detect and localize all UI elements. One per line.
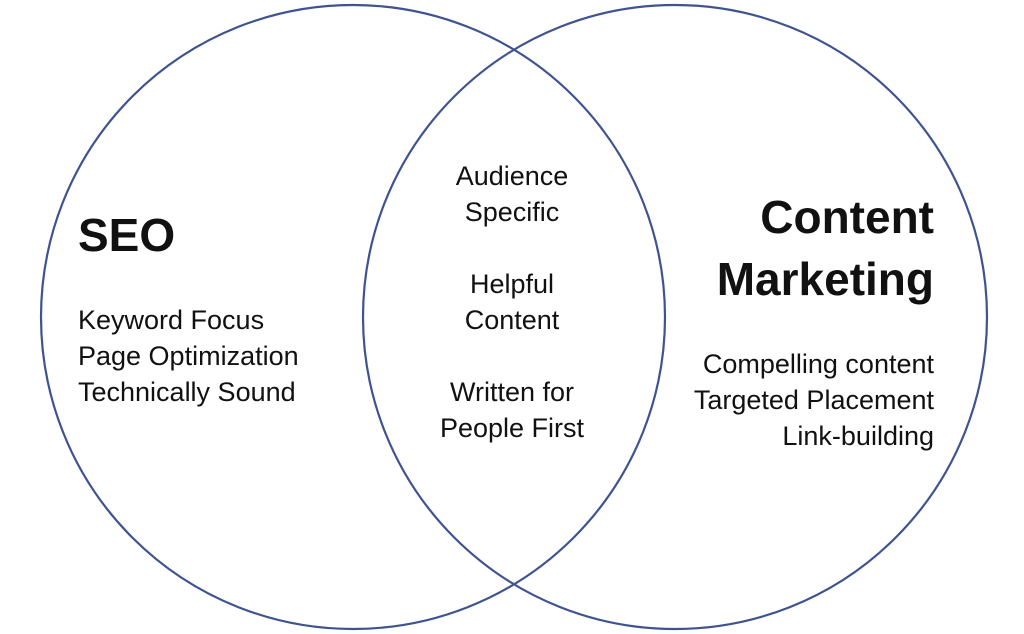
seo-title-text: SEO <box>78 209 176 261</box>
overlap-item-line: Written for <box>449 377 575 407</box>
overlap-item: Written for People First <box>412 374 612 446</box>
overlap-item-line: Audience <box>455 161 569 191</box>
content-marketing-title: Content Marketing <box>717 186 934 310</box>
seo-item: Page Optimization <box>78 341 299 371</box>
seo-circle <box>39 3 667 631</box>
overlap-item-line: Helpful <box>469 269 555 299</box>
overlap-item-line: Specific <box>464 197 560 227</box>
seo-item: Keyword Focus <box>78 305 265 335</box>
overlap-item: Audience Specific <box>412 158 612 230</box>
overlap-item: Helpful Content <box>412 266 612 338</box>
content-marketing-item: Link-building <box>782 421 934 451</box>
seo-title: SEO <box>78 204 175 266</box>
content-marketing-item: Targeted Placement <box>693 385 934 415</box>
content-marketing-item: Compelling content <box>702 349 934 379</box>
seo-item: Technically Sound <box>78 377 296 407</box>
overlap-items: Audience Specific Helpful Content Writte… <box>412 158 612 446</box>
seo-items: Keyword Focus Page Optimization Technica… <box>78 302 299 410</box>
overlap-item-line: People First <box>439 413 585 443</box>
content-marketing-title-line: Content <box>760 191 934 243</box>
overlap-item-line: Content <box>464 305 560 335</box>
content-marketing-title-line: Marketing <box>716 253 934 305</box>
content-marketing-circle <box>361 3 989 631</box>
content-marketing-items: Compelling content Targeted Placement Li… <box>694 346 934 454</box>
